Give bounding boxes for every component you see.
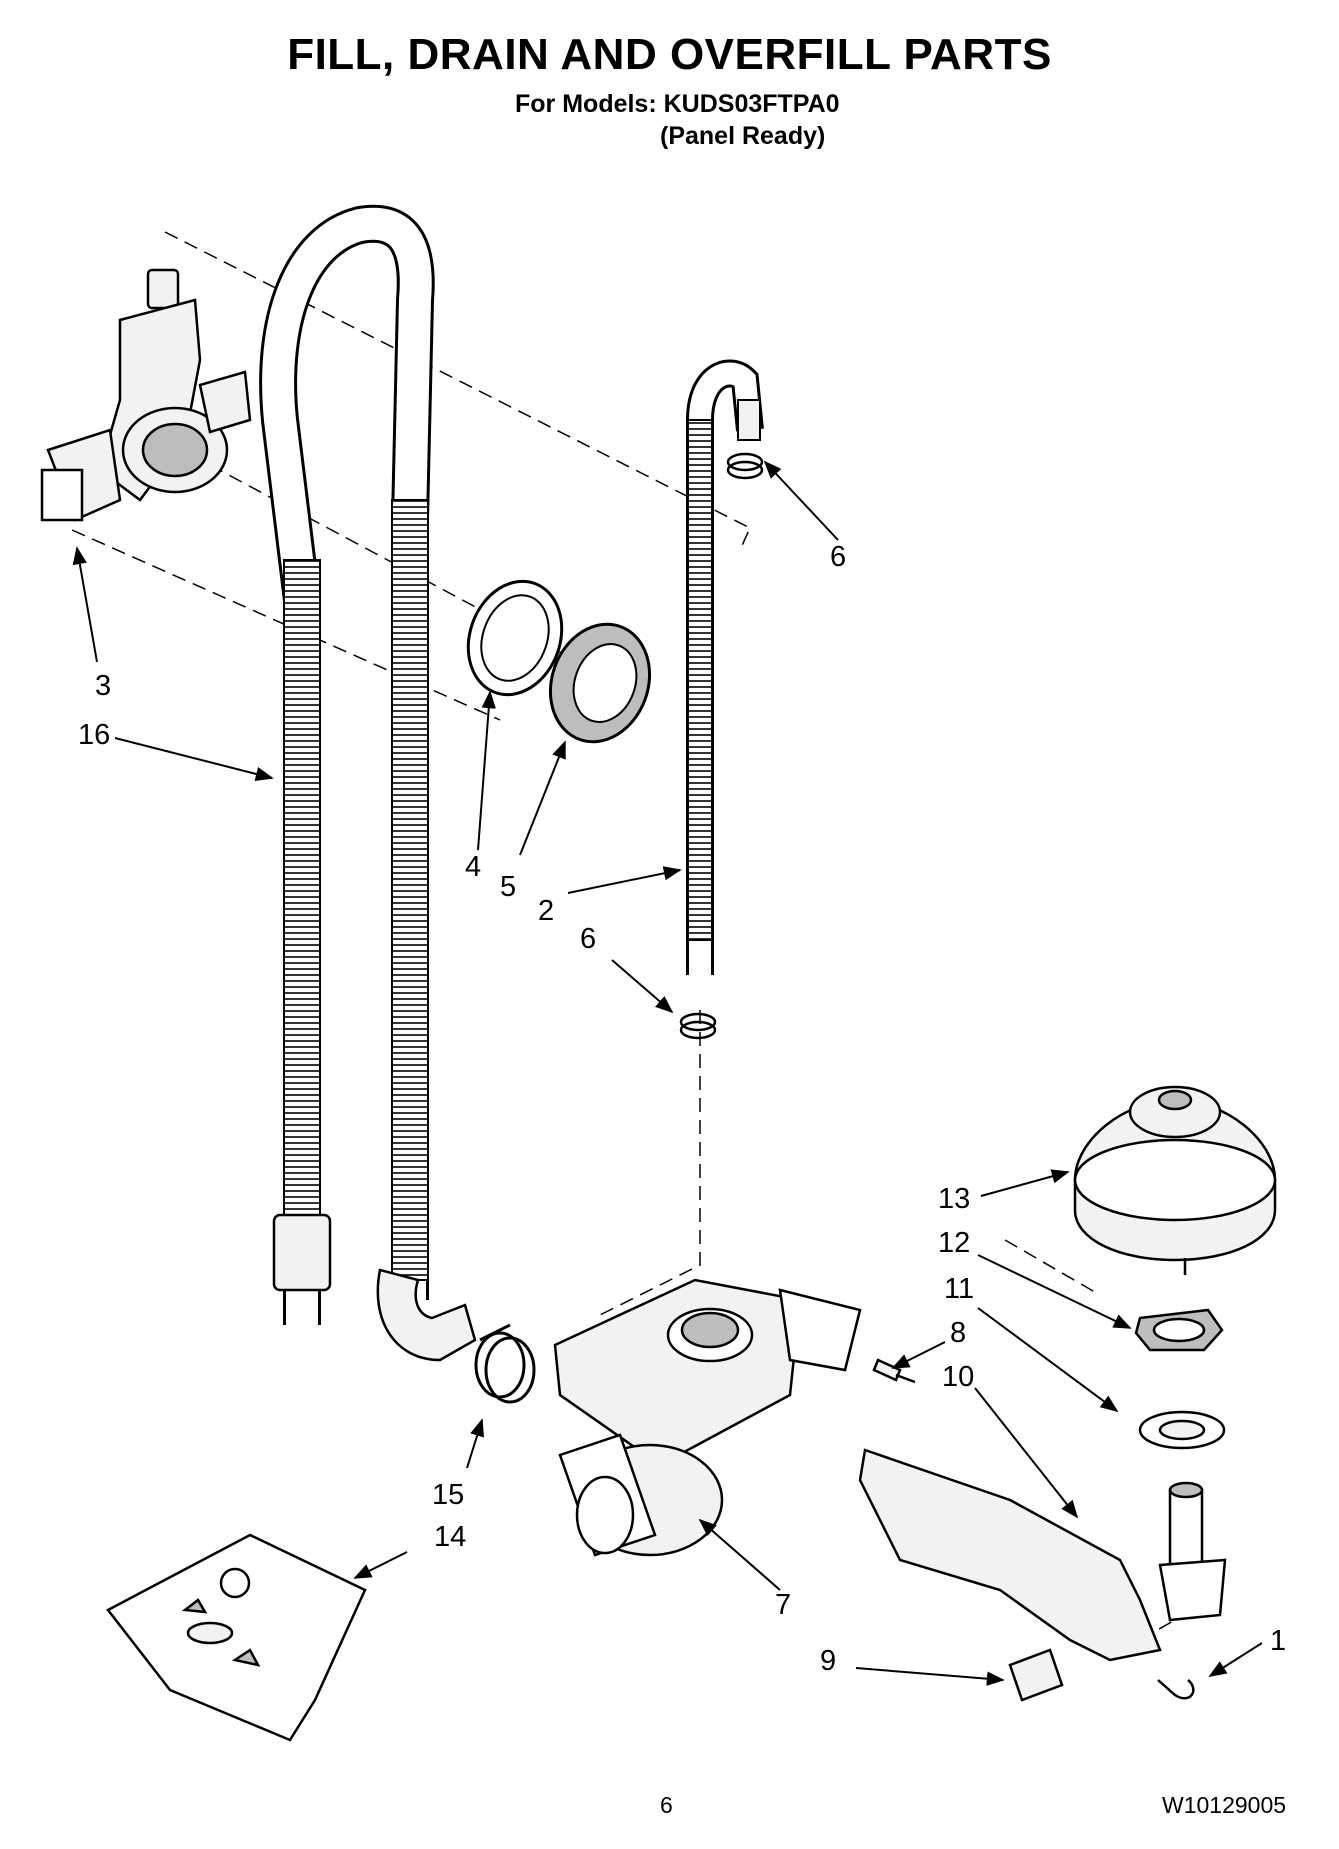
callout-6-upper: 6: [830, 541, 846, 573]
model-note: (Panel Ready): [660, 122, 826, 150]
gasket-part: [466, 579, 564, 697]
hose-clamp-part-lower: [679, 1012, 717, 1040]
clip-part: [1157, 1679, 1195, 1700]
callout-10: 10: [942, 1361, 974, 1393]
hose-clamp-part-upper: [726, 452, 764, 480]
document-number: W10129005: [1162, 1792, 1287, 1818]
callout-2: 2: [538, 895, 554, 927]
float-washer-part: [1138, 1410, 1226, 1450]
page-title: FILL, DRAIN AND OVERFILL PARTS: [287, 30, 1052, 79]
callout-3: 3: [95, 670, 111, 702]
callout-labels: 1 2 3 4 5 6 6 7 8 9 10 11 12 13 14 15 16: [78, 541, 1286, 1677]
callout-15: 15: [432, 1479, 464, 1511]
fill-hose-part: [686, 359, 764, 975]
callout-4: 4: [465, 851, 481, 883]
callout-14: 14: [434, 1521, 466, 1553]
drain-hose-part: [259, 204, 477, 1362]
callout-6-lower: 6: [580, 923, 596, 955]
callout-5: 5: [500, 871, 516, 903]
fill-funnel-part: [40, 268, 252, 522]
water-valve-part: [553, 1278, 862, 1557]
page-number: 6: [660, 1792, 673, 1818]
callout-12: 12: [938, 1227, 970, 1259]
leader-lines: [72, 460, 1263, 1686]
callout-16: 16: [78, 719, 110, 751]
screw-part: [872, 1358, 916, 1384]
callout-11: 11: [944, 1273, 974, 1305]
parts-bag-part: [106, 1533, 367, 1742]
float-nut-part: [1134, 1308, 1224, 1352]
callout-7: 7: [775, 1589, 791, 1621]
nut-part: [548, 622, 652, 744]
float-part: [1073, 1085, 1277, 1275]
model-number: For Models: KUDS03FTPA0: [515, 90, 840, 118]
callout-13: 13: [938, 1183, 970, 1215]
switch-bracket-part: [858, 1448, 1227, 1662]
callout-9: 9: [820, 1645, 836, 1677]
micro-switch-part: [1008, 1648, 1064, 1702]
callout-1: 1: [1270, 1625, 1286, 1657]
callout-8: 8: [950, 1317, 966, 1349]
drain-clamp-part: [474, 1323, 536, 1404]
